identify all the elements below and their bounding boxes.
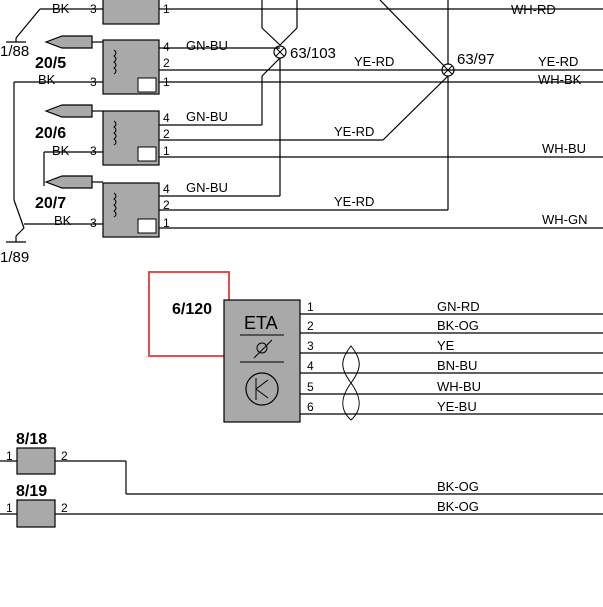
wire-label-ye-bu: YE-BU: [437, 399, 477, 414]
wire-label-gn-bu-3: GN-BU: [186, 180, 228, 195]
eta-module-body: [223, 299, 301, 423]
relay-20-6-label: 20/6: [35, 125, 66, 142]
splice-63-103: 63/103: [273, 45, 336, 62]
relay-20-5-fuse: [44, 35, 93, 49]
wire-label-gn-bu-1: GN-BU: [186, 38, 228, 53]
eta-module-id: 6/120: [172, 301, 212, 318]
wire-label-wh-gn: WH-GN: [542, 212, 588, 227]
wire-label-ye-rd-3: YE-RD: [334, 194, 374, 209]
relay-20-6-pin-1: 1: [163, 144, 170, 158]
eta-pin-6: 6: [307, 400, 314, 414]
wire-label-gn-bu-2: GN-BU: [186, 109, 228, 124]
eta-pin-3: 3: [307, 339, 314, 353]
connector-8-18-label: 8/18: [16, 431, 47, 448]
connector-8-18-body: [16, 447, 56, 475]
relay-20-6-pin-4: 4: [163, 111, 170, 125]
relay-20-5-pin-4: 4: [163, 40, 170, 54]
splice-label-63-97: 63/97: [457, 51, 495, 68]
relay-20-7: 4 2 3 1 20/7 BK: [35, 175, 170, 238]
relay-20-6-fuse: [44, 104, 93, 118]
wire-label-bk-20-6: BK: [52, 143, 70, 158]
wire-label-bk-20-5: BK: [38, 72, 56, 87]
relay-20-6-pin-3: 3: [90, 144, 97, 158]
relay-20-7-fuse: [44, 175, 93, 189]
eta-pin-5: 5: [307, 380, 314, 394]
relay-20-5: 4 2 3 1 20/5 BK: [35, 35, 170, 95]
relay-20-6: 4 2 3 1 20/6 BK: [35, 104, 170, 166]
relay-20-5-pin-2: 2: [163, 56, 170, 70]
ground-1-88: 1/88: [0, 38, 29, 60]
eta-module-label: ETA: [244, 313, 278, 333]
connector-8-19-pin-1: 1: [6, 501, 13, 515]
connector-8-18-pin-1: 1: [6, 449, 13, 463]
ground-label-1-88: 1/88: [0, 43, 29, 60]
transistor-icon: [245, 372, 279, 406]
eta-pin-1: 1: [307, 300, 314, 314]
relay-20-5-label: 20/5: [35, 55, 66, 72]
connector-8-19-pin-2: 2: [61, 501, 68, 515]
relay-20-5-body: [102, 39, 160, 95]
wire-label-wh-bk: WH-BK: [538, 72, 582, 87]
wire-label-wh-bu-eta: WH-BU: [437, 379, 481, 394]
twisted-pair-icon: [342, 345, 360, 421]
wire-label-bk-og-eta: BK-OG: [437, 318, 479, 333]
connector-8-18: 8/18 1 2 BK-OG: [0, 431, 603, 495]
relay-20-6-pin-2: 2: [163, 127, 170, 141]
ground-label-1-89: 1/89: [0, 249, 29, 266]
wire-label-wh-bu: WH-BU: [542, 141, 586, 156]
eta-module: ETA: [223, 299, 301, 423]
wire-label-bn-bu: BN-BU: [437, 358, 477, 373]
relay-top: 3 1 BK WH-RD: [15, 0, 603, 39]
relay-20-7-label: 20/7: [35, 195, 66, 212]
relay-20-7-pin-2: 2: [163, 198, 170, 212]
wire-label-ye: YE: [437, 338, 455, 353]
connector-8-19: 8/19 1 2 BK-OG: [0, 483, 603, 528]
wire-label-ye-rd-right: YE-RD: [538, 54, 578, 69]
eta-module-pins: 1 2 3 4 5 6 GN-RD BK-OG YE BN-BU WH-BU Y…: [300, 299, 603, 415]
connector-8-18-pin-2: 2: [61, 449, 68, 463]
ground-1-89: 1/89: [0, 199, 44, 266]
wire-label-gn-rd: GN-RD: [437, 299, 480, 314]
splice-label-63-103: 63/103: [290, 45, 336, 62]
wire-label-ye-rd-1: YE-RD: [354, 54, 394, 69]
eta-pin-4: 4: [307, 359, 314, 373]
wire-label-ye-rd-2: YE-RD: [334, 124, 374, 139]
relay-20-7-pin-4: 4: [163, 182, 170, 196]
relay-20-7-pin-1: 1: [163, 216, 170, 230]
wire-label-bk-20-7: BK: [54, 213, 72, 228]
connector-8-19-label: 8/19: [16, 483, 47, 500]
wire-label-wh-rd: WH-RD: [511, 2, 556, 17]
eta-pin-2: 2: [307, 319, 314, 333]
wire-label-bk-og-1: BK-OG: [437, 479, 479, 494]
connector-8-19-body: [16, 499, 56, 528]
wire-label-bk-og-2: BK-OG: [437, 499, 479, 514]
relay-top-body: [102, 0, 160, 25]
splice-63-97: 63/97: [441, 51, 495, 77]
relay-20-7-pin-3: 3: [90, 216, 97, 230]
